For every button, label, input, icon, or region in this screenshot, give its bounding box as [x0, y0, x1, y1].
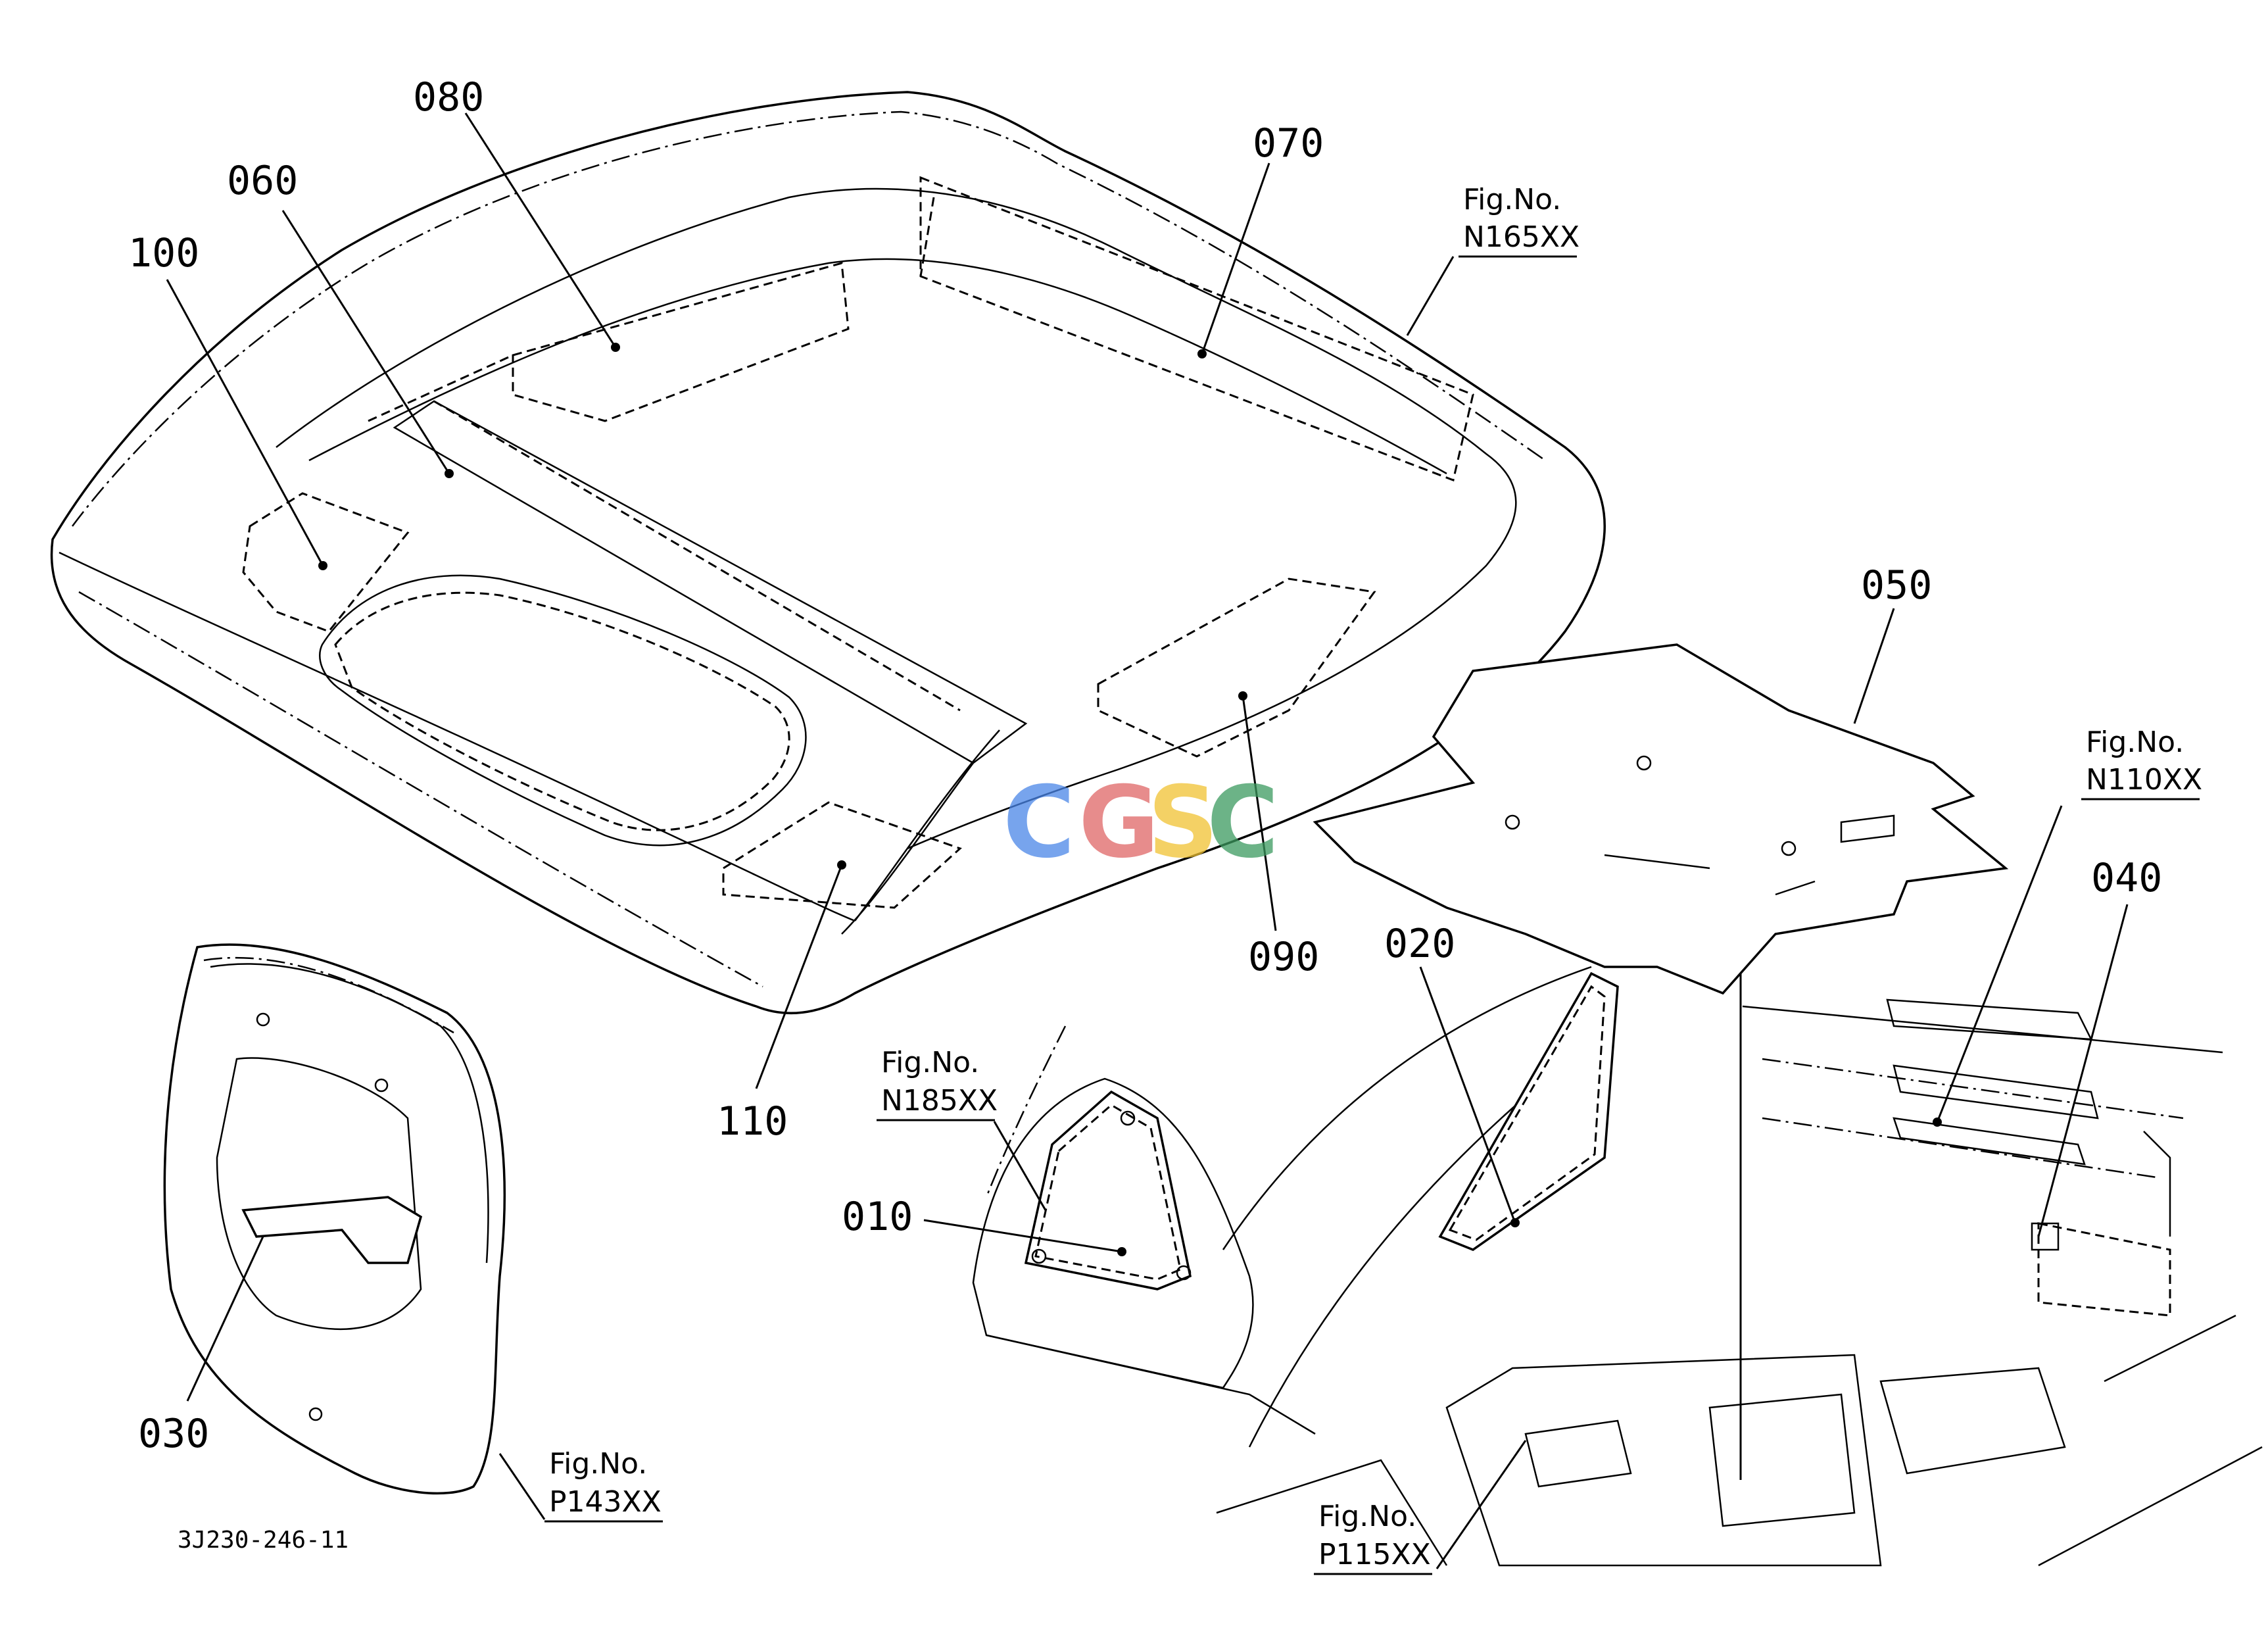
part-label-030[interactable]: 030: [138, 1411, 209, 1457]
leader-110: [755, 864, 843, 1089]
fig-ref-n110[interactable]: Fig.No. N110XX: [2081, 725, 2202, 800]
leader-010: [923, 1219, 1122, 1253]
leader-100: [166, 279, 324, 566]
part-label-020[interactable]: 020: [1384, 921, 1455, 967]
part-label-070[interactable]: 070: [1253, 120, 1324, 166]
leader-040: [2037, 904, 2129, 1237]
fig-ref-caption: Fig.No.: [881, 1046, 979, 1079]
leader-n185: [993, 1121, 1047, 1211]
leader-080: [464, 112, 617, 348]
leader-070: [1201, 162, 1270, 355]
fig-ref-code: P115XX: [1318, 1538, 1431, 1571]
part-labels: 010 020 030 040 050 060 070 080 090 100 …: [128, 74, 2162, 1457]
fig-ref-caption: Fig.No.: [2086, 725, 2184, 759]
fig-ref-caption: Fig.No.: [1318, 1500, 1416, 1533]
fig-ref-code: P143XX: [549, 1485, 662, 1519]
part-label-090[interactable]: 090: [1248, 934, 1319, 980]
watermark-letter: C: [1003, 766, 1075, 880]
part-label-080[interactable]: 080: [413, 74, 484, 120]
fig-ref-caption: Fig.No.: [549, 1447, 647, 1481]
drawing-code: 3J230-246-11: [178, 1527, 349, 1554]
part-label-110[interactable]: 110: [717, 1098, 788, 1144]
part-label-010[interactable]: 010: [842, 1194, 913, 1240]
leader-020: [1419, 966, 1516, 1223]
floor-mat-050: [1313, 643, 2009, 995]
roof-assembly: [50, 91, 1606, 1015]
part-label-040[interactable]: 040: [2091, 855, 2162, 901]
leader-n165: [1406, 256, 1455, 336]
watermark-letter: C: [1207, 766, 1279, 880]
fig-ref-code: N165XX: [1463, 220, 1580, 254]
leader-060: [281, 210, 450, 474]
leader-090: [1242, 695, 1277, 931]
fig-ref-n185[interactable]: Fig.No. N185XX: [877, 1046, 998, 1121]
watermark-logo: C G S C: [1003, 766, 1279, 880]
fig-ref-n165[interactable]: Fig.No. N165XX: [1459, 183, 1580, 258]
fig-ref-caption: Fig.No.: [1463, 183, 1561, 216]
side-panel-030: [163, 943, 506, 1495]
leader-050: [1853, 608, 1895, 724]
fig-ref-code: N185XX: [881, 1084, 998, 1118]
leader-p143: [498, 1453, 546, 1520]
leader-p115: [1436, 1440, 1527, 1569]
rear-body-assembly: [972, 966, 2263, 1567]
watermark-letter: S: [1147, 766, 1218, 880]
leader-030: [186, 1236, 264, 1402]
part-label-060[interactable]: 060: [227, 158, 298, 204]
fig-ref-p115[interactable]: Fig.No. P115XX: [1314, 1500, 1432, 1575]
leader-lines: [166, 112, 2129, 1569]
part-label-050[interactable]: 050: [1861, 562, 1932, 608]
leader-n110: [1936, 805, 2063, 1123]
figure-references: Fig.No. N165XX Fig.No. N110XX Fig.No. N1…: [544, 183, 2202, 1575]
part-label-100[interactable]: 100: [128, 230, 199, 276]
watermark-letter: G: [1078, 766, 1159, 880]
fig-ref-code: N110XX: [2086, 763, 2202, 797]
fig-ref-p143[interactable]: Fig.No. P143XX: [544, 1447, 663, 1523]
